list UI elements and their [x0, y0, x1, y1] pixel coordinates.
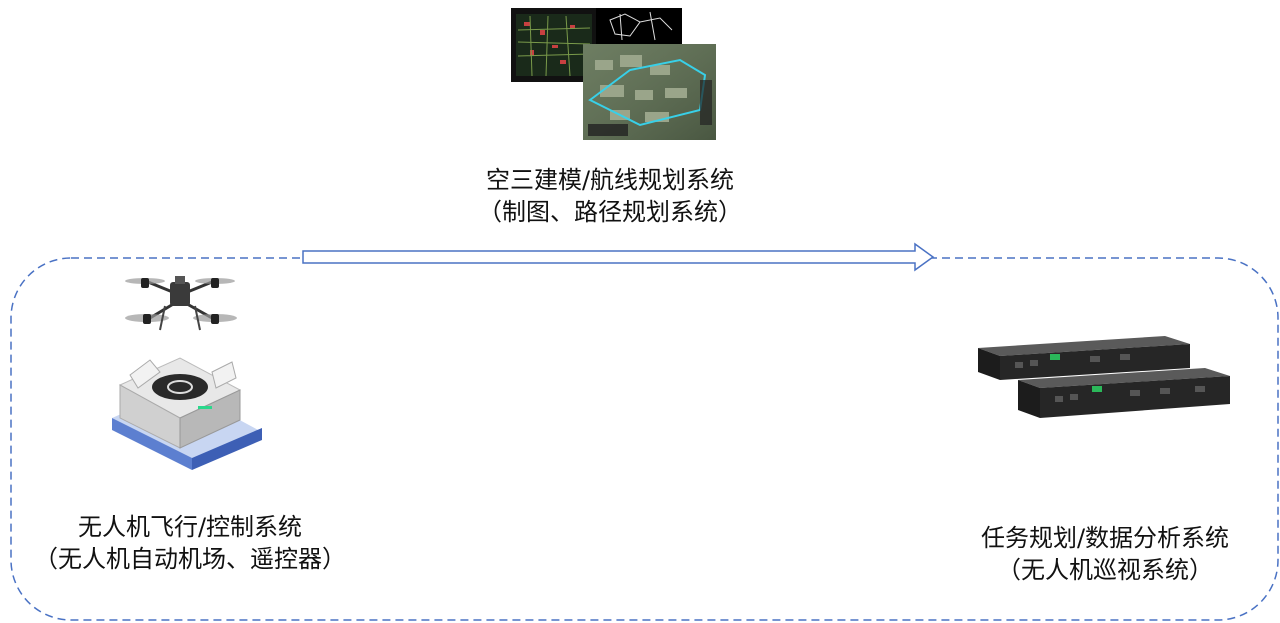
left-system-caption: 无人机飞行/控制系统 （无人机自动机场、遥控器） — [0, 511, 380, 575]
drone-dock-icon — [112, 357, 262, 470]
map-screens-icon — [511, 8, 716, 140]
flow-arrow — [302, 242, 935, 272]
top-system-caption: 空三建模/航线规划系统 （制图、路径规划系统） — [380, 164, 840, 228]
top-system-title: 空三建模/航线规划系统 — [485, 166, 735, 194]
top-system-subtitle: （制图、路径规划系统） — [478, 198, 742, 226]
right-system-caption: 任务规划/数据分析系统 （无人机巡视系统） — [930, 522, 1280, 586]
right-system-subtitle: （无人机巡视系统） — [997, 556, 1213, 584]
server-rack-icon — [978, 336, 1230, 418]
left-system-title: 无人机飞行/控制系统 — [77, 513, 303, 541]
right-system-title: 任务规划/数据分析系统 — [980, 524, 1230, 552]
left-system-subtitle: （无人机自动机场、遥控器） — [34, 545, 346, 573]
drone-icon — [125, 276, 237, 331]
